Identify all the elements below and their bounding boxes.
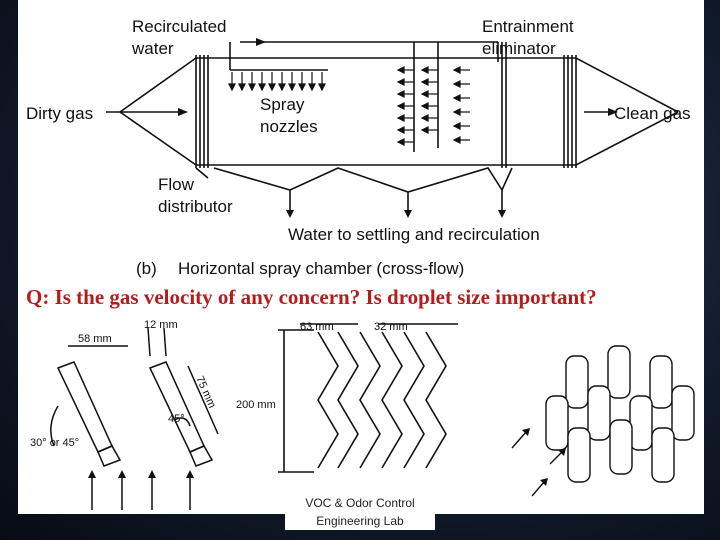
footer-line-2: Engineering Lab <box>316 514 404 528</box>
angle-30-45: 30° or 45° <box>30 437 79 449</box>
angle-45: 45° <box>168 413 185 425</box>
eliminator-diagrams: 12 mm 58 mm 75 mm 45° 30° or 45° 63 mm 3… <box>18 316 704 514</box>
spray-chamber-svg: Recirculated water Entrainment eliminato… <box>26 17 691 278</box>
chevron-eliminator <box>278 323 458 473</box>
footer-line-1: VOC & Odor Control <box>305 496 415 510</box>
question-text: Q: Is the gas velocity of any concern? I… <box>26 284 597 309</box>
label-recirculated-2: water <box>131 39 174 58</box>
cylinder-eliminator <box>545 345 695 483</box>
dim-75mm: 75 mm <box>193 374 218 410</box>
question-bar: Q: Is the gas velocity of any concern? I… <box>18 278 704 316</box>
caption-text: Horizontal spray chamber (cross-flow) <box>178 259 464 278</box>
chamber-bottom-outline <box>119 111 679 166</box>
label-clean-gas: Clean gas <box>614 104 691 123</box>
label-dirty-gas: Dirty gas <box>26 104 93 123</box>
label-spray-2: nozzles <box>260 117 318 136</box>
dim-12mm: 12 mm <box>144 319 178 331</box>
spray-chamber-diagram: Recirculated water Entrainment eliminato… <box>18 0 704 278</box>
dim-58mm: 58 mm <box>78 333 112 345</box>
dim-200mm: 200 mm <box>236 399 276 411</box>
dim-32mm: 32 mm <box>374 321 408 333</box>
label-entrainment-2: eliminator <box>482 39 556 58</box>
footer: VOC & Odor Control Engineering Lab <box>285 494 435 530</box>
chamber-top-outline <box>119 57 679 113</box>
label-recirculated-1: Recirculated <box>132 17 227 36</box>
label-spray-1: Spray <box>260 95 305 114</box>
eliminator-svg: 12 mm 58 mm 75 mm 45° 30° or 45° 63 mm 3… <box>30 319 695 510</box>
side-spray-arrows <box>396 66 470 146</box>
label-flow-2: distributor <box>158 197 233 216</box>
label-flow-1: Flow <box>158 175 195 194</box>
hopper-outline <box>213 167 513 193</box>
spray-nozzle-arrows <box>228 72 326 92</box>
dim-63mm: 63 mm <box>300 321 334 333</box>
label-water-settling: Water to settling and recirculation <box>288 225 540 244</box>
slanted-blade-eliminator <box>50 327 219 510</box>
caption-letter: (b) <box>136 259 157 278</box>
label-entrainment-1: Entrainment <box>482 17 574 36</box>
